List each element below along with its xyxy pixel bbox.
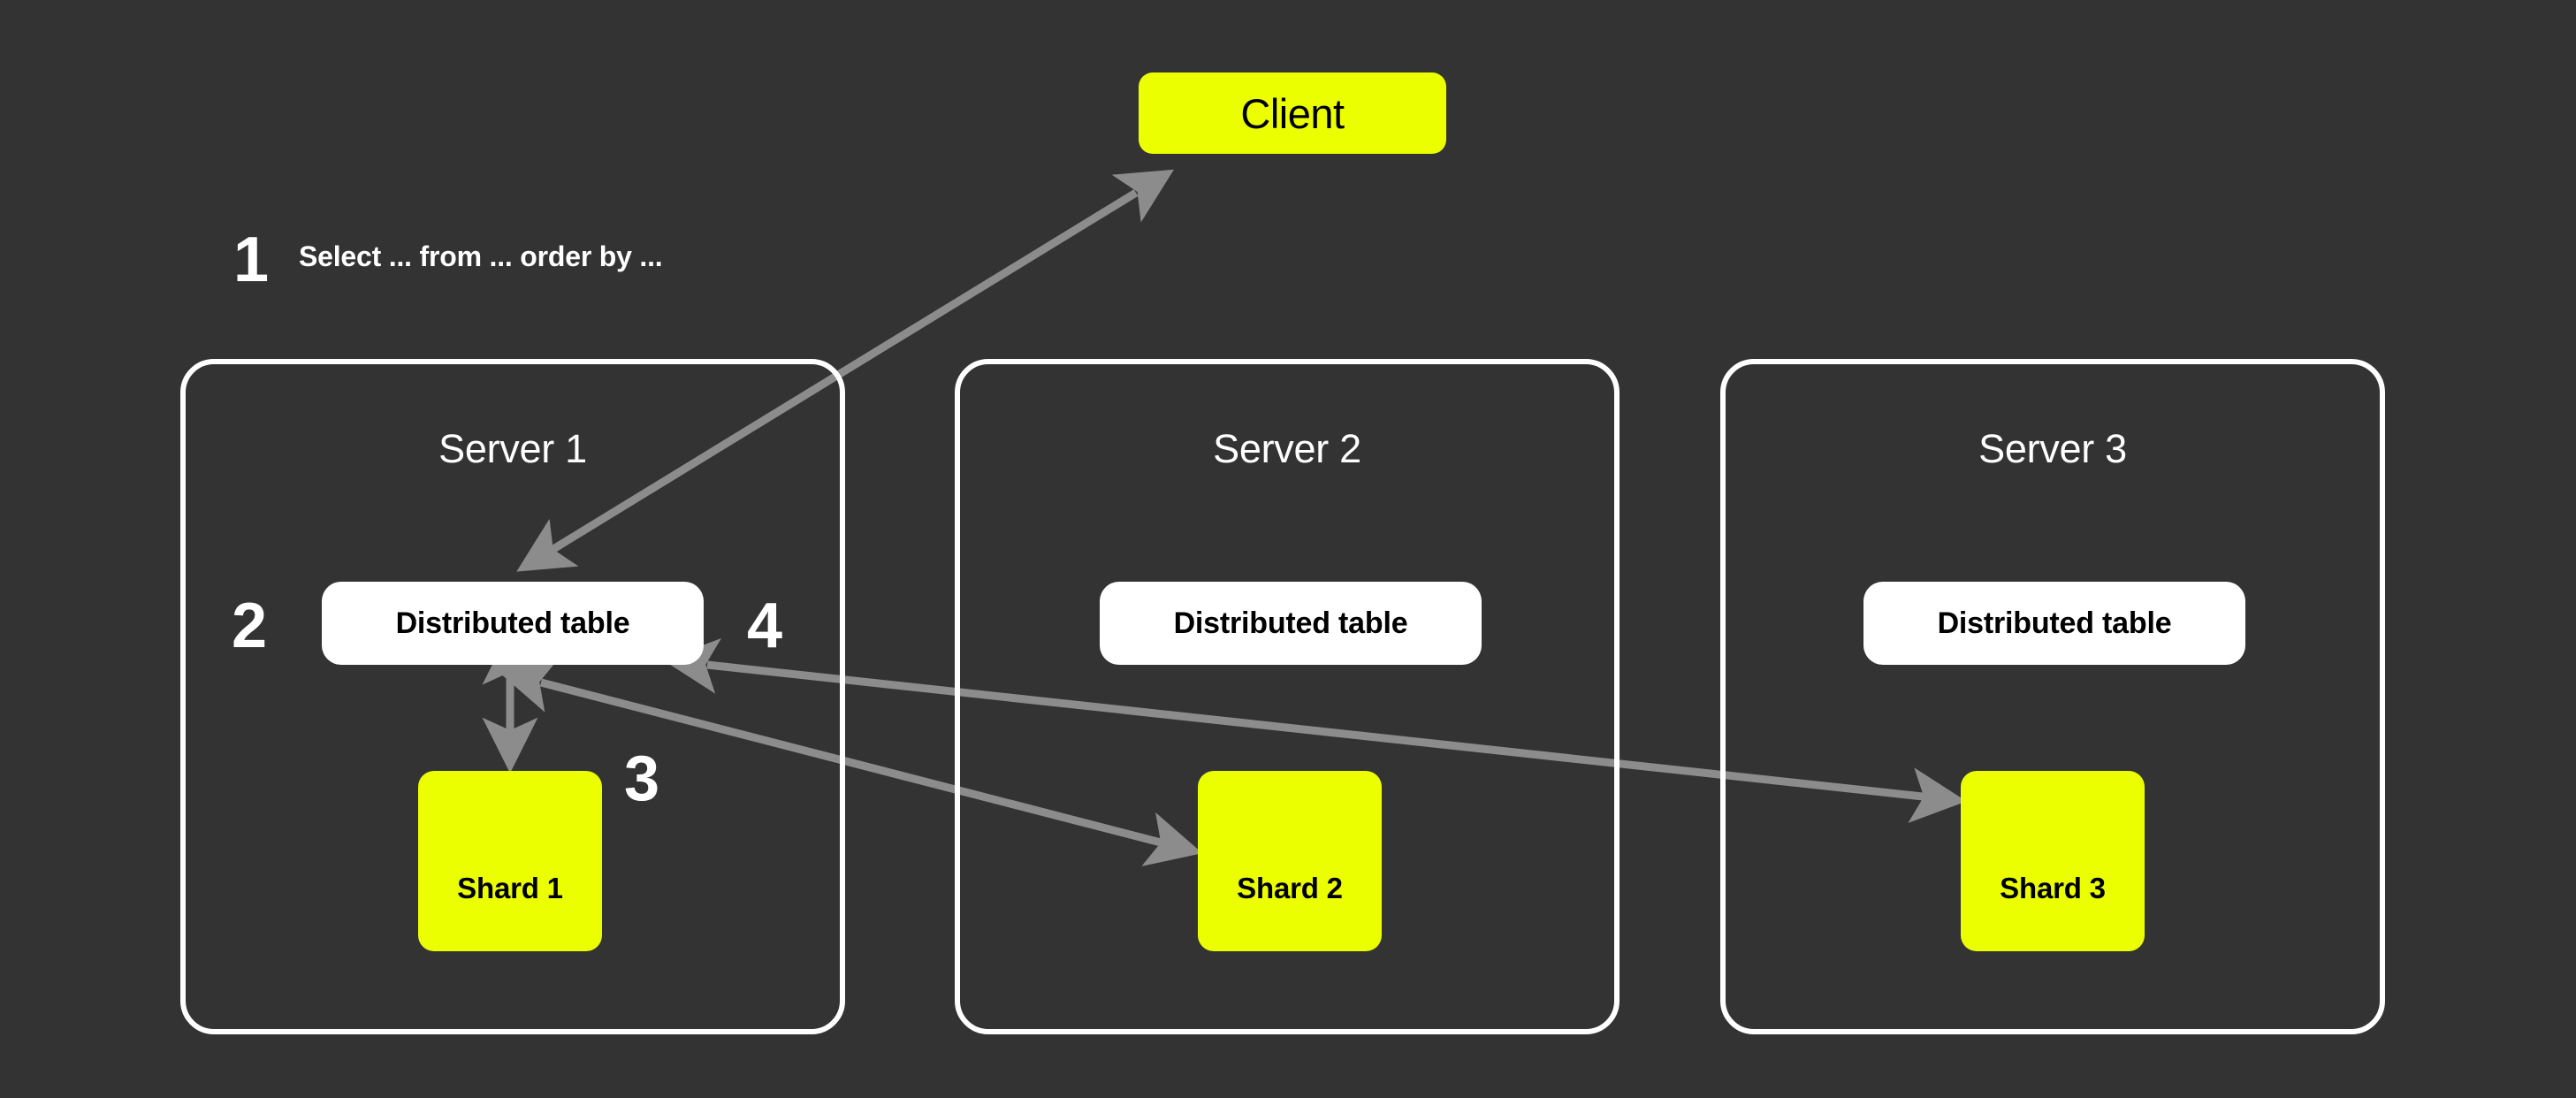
server-2-container: [955, 359, 1620, 1034]
step-number-1: 1: [233, 225, 270, 295]
server-3-title: Server 3: [1978, 426, 2127, 471]
step-number-2: 2: [232, 591, 268, 661]
distributed-table-server-1[interactable]: Distributed table: [322, 582, 704, 665]
step-number-4: 4: [747, 591, 783, 661]
client-node[interactable]: Client: [1139, 72, 1446, 154]
shard-3-node[interactable]: Shard 3: [1961, 771, 2145, 951]
step-1-query-text: Select ... from ... order by ...: [299, 240, 663, 272]
distributed-table-server-2[interactable]: Distributed table: [1100, 582, 1482, 665]
shard-2-node[interactable]: Shard 2: [1198, 771, 1382, 951]
server-3-container: [1720, 359, 2385, 1034]
distributed-table-server-3[interactable]: Distributed table: [1863, 582, 2245, 665]
server-1-container: [180, 359, 845, 1034]
step-number-3: 3: [624, 743, 660, 814]
shard-1-node[interactable]: Shard 1: [418, 771, 602, 951]
server-1-title: Server 1: [438, 426, 587, 471]
server-2-title: Server 2: [1213, 426, 1361, 471]
